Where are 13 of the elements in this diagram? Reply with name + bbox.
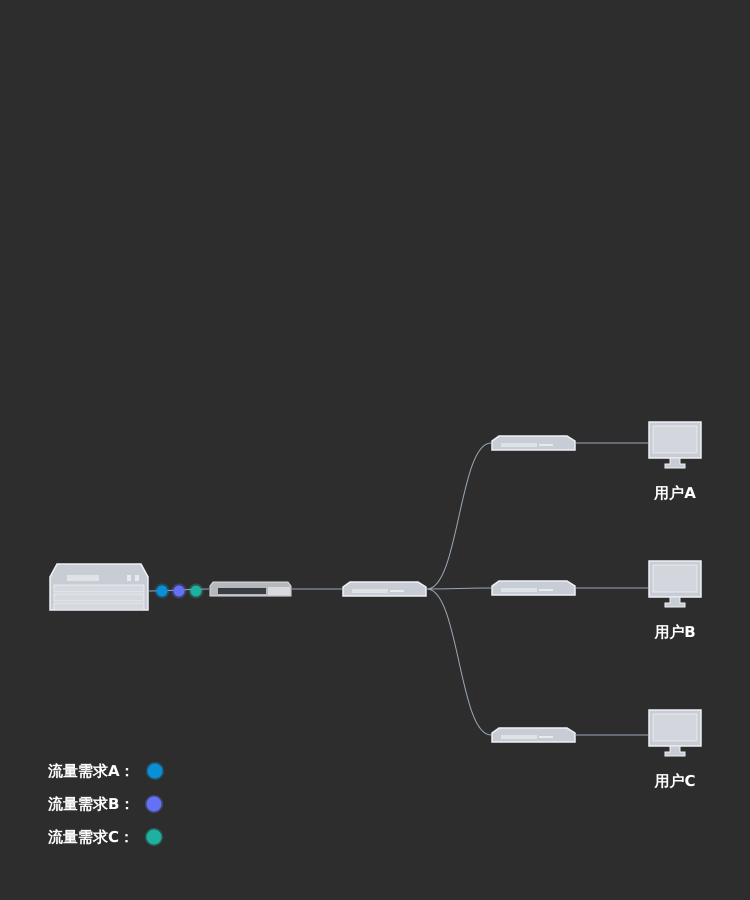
network-cable	[148, 588, 210, 592]
network-cable	[426, 442, 492, 590]
legend-label: 流量需求C：	[48, 828, 134, 846]
network-cable	[426, 588, 492, 736]
network-cable	[576, 442, 648, 444]
user-label: 用户A	[652, 484, 697, 503]
legend-label: 流量需求A：	[48, 762, 135, 780]
network-cable	[426, 588, 492, 590]
user-label: 用户C	[653, 772, 696, 791]
network-cable	[292, 588, 342, 590]
network-cable	[576, 734, 648, 736]
legend-label: 流量需求B：	[48, 794, 134, 814]
user-label: 用户B	[653, 623, 697, 642]
